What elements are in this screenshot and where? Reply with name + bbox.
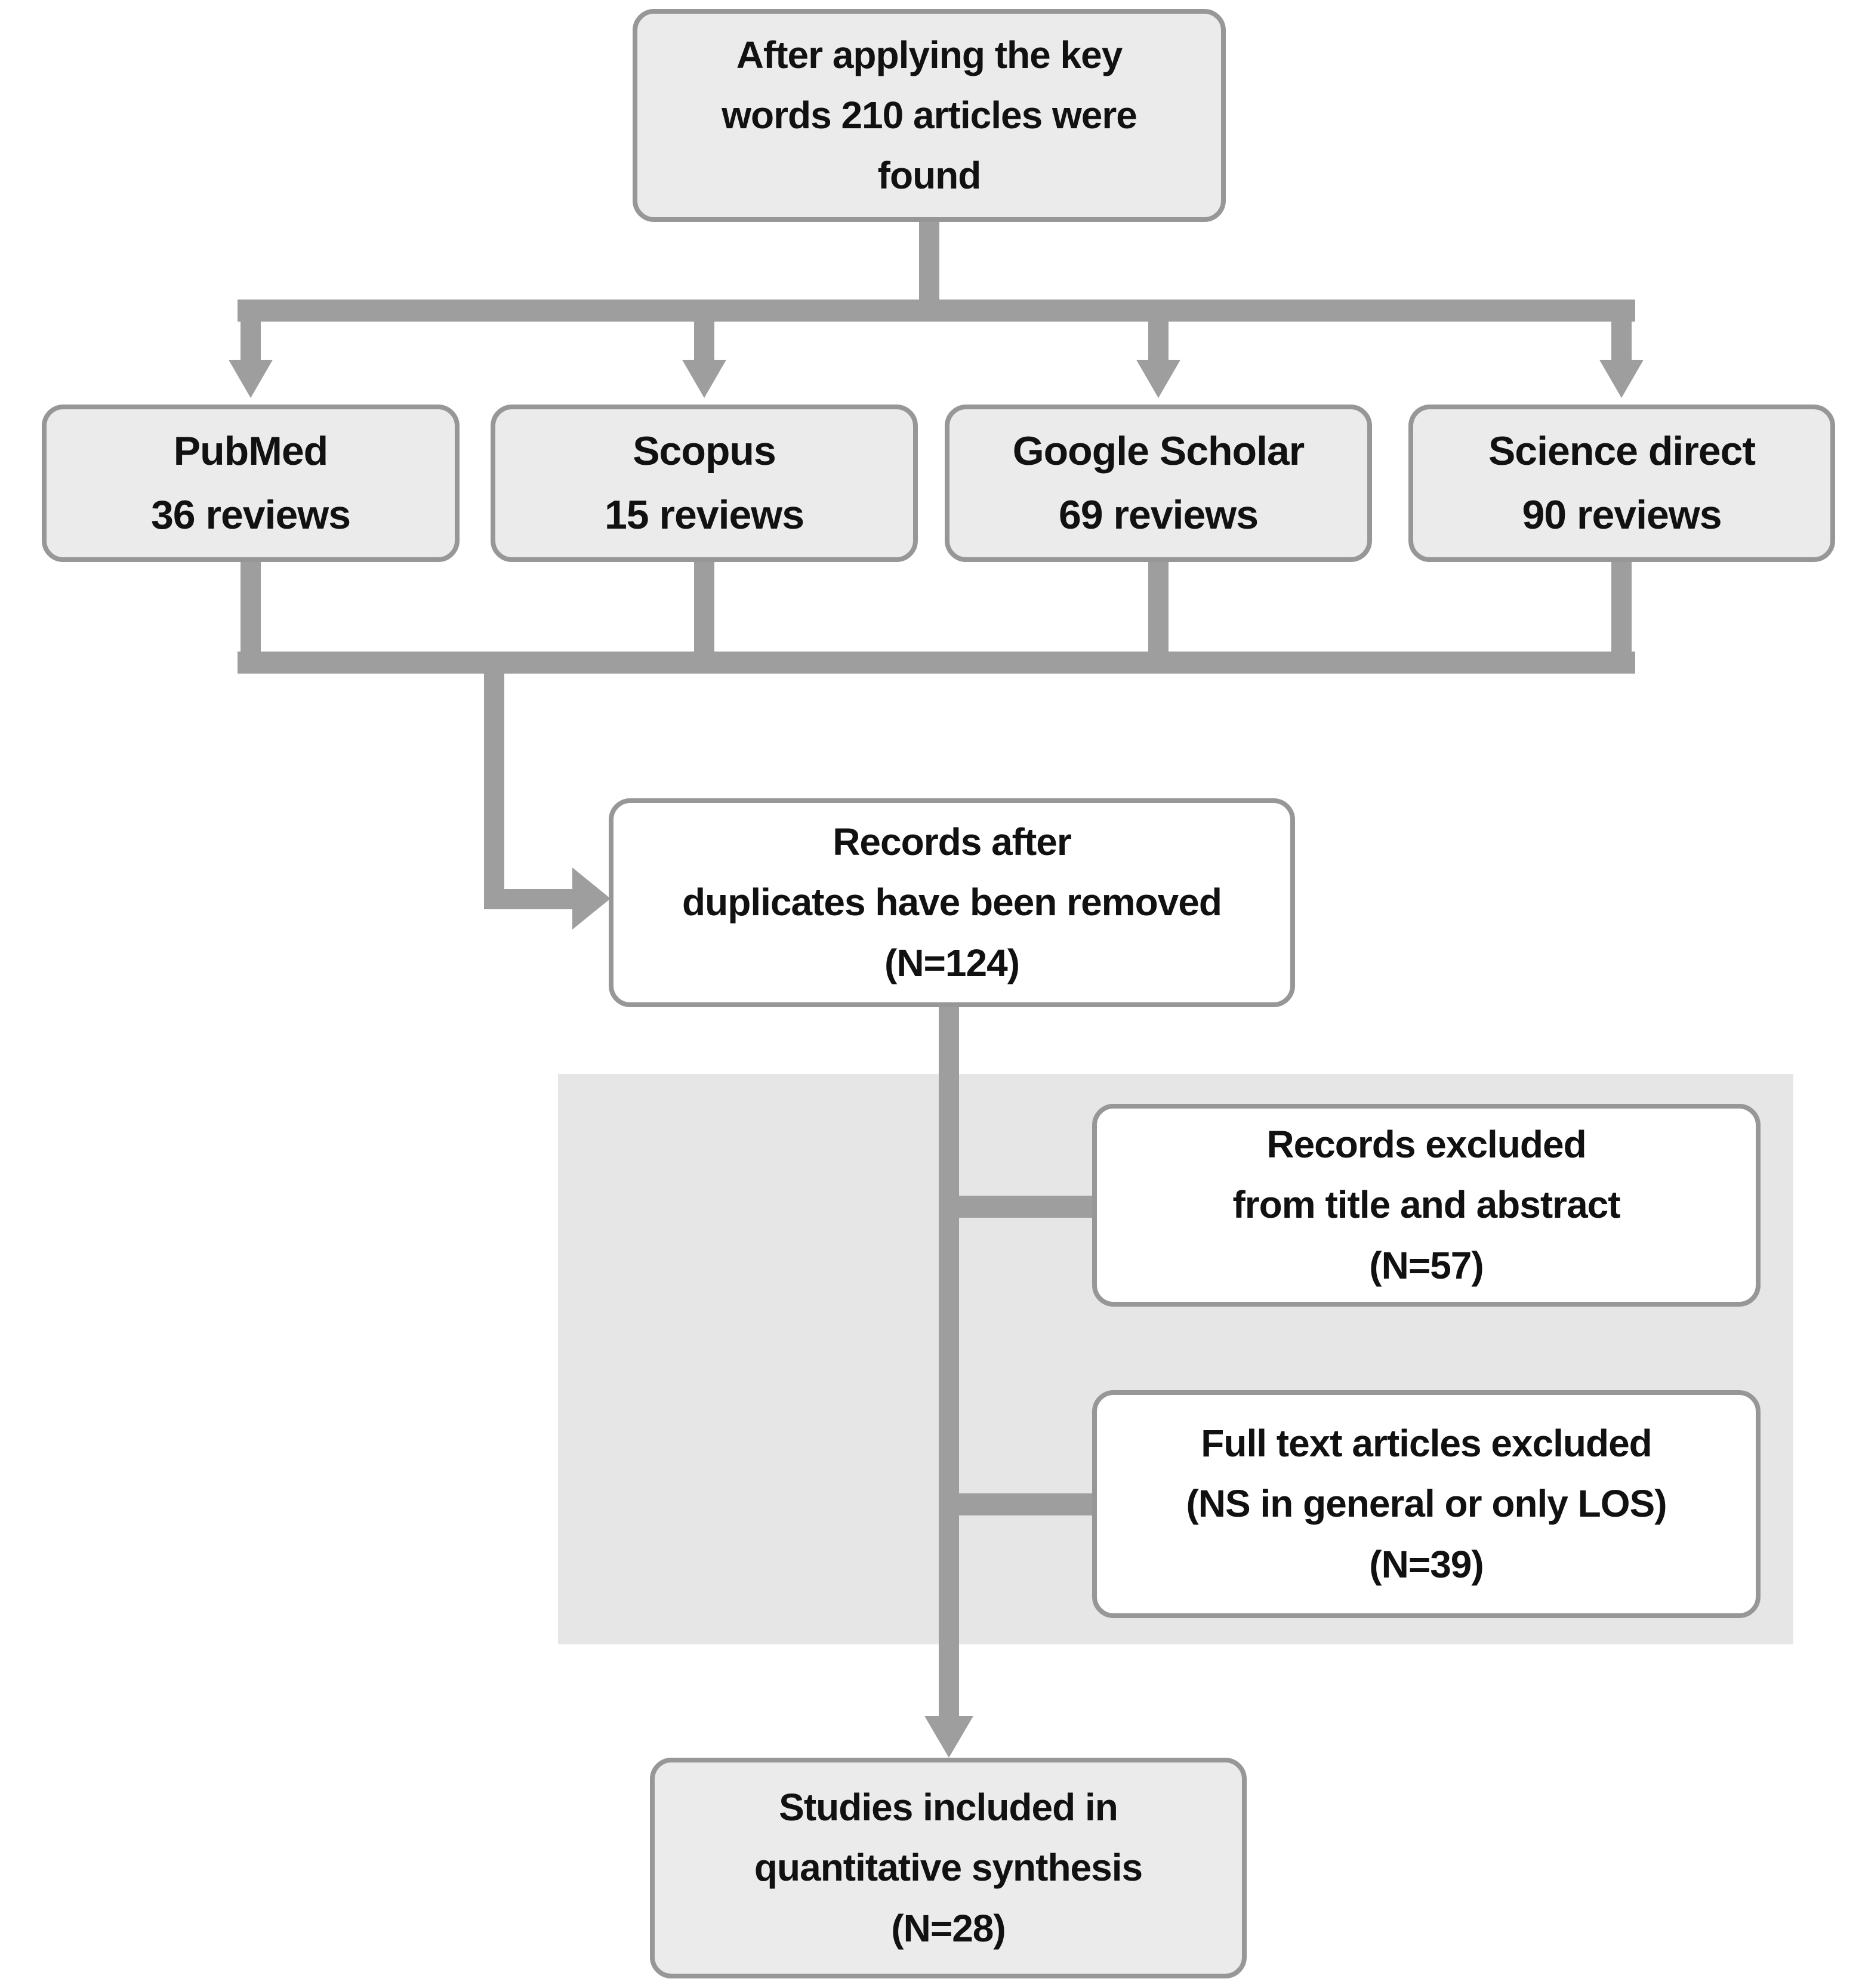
source-name-science-direct: Science direct xyxy=(1488,428,1756,474)
excluded-fulltext-line-3: (N=39) xyxy=(1369,1542,1484,1586)
included-line-2: quantitative synthesis xyxy=(754,1846,1143,1890)
source-name-google-scholar: Google Scholar xyxy=(1012,428,1305,474)
included-box: Studies included in quantitative synthes… xyxy=(650,1758,1247,1978)
arrowhead-pubmed xyxy=(229,360,273,398)
source-count-science-direct: 90 reviews xyxy=(1522,492,1722,538)
dedup-line-3: (N=124) xyxy=(884,941,1020,984)
source-box-pubmed: PubMed 36 reviews xyxy=(42,405,460,562)
source-count-google-scholar: 69 reviews xyxy=(1058,492,1259,538)
excluded-title-line-2: from title and abstract xyxy=(1232,1183,1620,1227)
excluded-fulltext-line-1: Full text articles excluded xyxy=(1201,1422,1652,1465)
arrow-line-science-direct xyxy=(1611,320,1632,361)
source-count-scopus: 15 reviews xyxy=(604,492,804,538)
excluded-fulltext-line-2: (NS in general or only LOS) xyxy=(1186,1482,1667,1526)
included-line-1: Studies included in xyxy=(779,1786,1118,1829)
source-box-scopus: Scopus 15 reviews xyxy=(491,405,918,562)
connector-main-stem xyxy=(939,1005,959,1717)
dedup-line-1: Records after xyxy=(833,820,1072,864)
source-box-science-direct: Science direct 90 reviews xyxy=(1408,405,1835,562)
connector-merge-science-direct xyxy=(1611,561,1632,653)
dedup-box: Records after duplicates have been remov… xyxy=(609,798,1295,1007)
arrow-line-google-scholar xyxy=(1148,320,1169,361)
top-box-line-1: After applying the key xyxy=(736,33,1123,76)
connector-stub-excluded-title xyxy=(949,1196,1092,1218)
excluded-fulltext-box: Full text articles excluded (NS in gener… xyxy=(1092,1390,1761,1618)
connector-stub-excluded-fulltext xyxy=(949,1493,1092,1515)
connector-dedup-horizontal xyxy=(484,889,572,909)
arrowhead-included xyxy=(924,1716,973,1758)
connector-stem-top xyxy=(919,220,939,301)
arrowhead-science-direct xyxy=(1599,360,1644,398)
source-box-google-scholar: Google Scholar 69 reviews xyxy=(945,405,1372,562)
excluded-title-line-3: (N=57) xyxy=(1369,1243,1484,1287)
arrow-line-pubmed xyxy=(241,320,261,361)
dedup-line-2: duplicates have been removed xyxy=(682,881,1222,924)
connector-merge-pubmed xyxy=(241,561,261,653)
connector-merge-google-scholar xyxy=(1148,561,1169,653)
included-line-3: (N=28) xyxy=(891,1906,1006,1950)
excluded-title-line-1: Records excluded xyxy=(1266,1123,1586,1166)
source-name-pubmed: PubMed xyxy=(173,428,328,474)
source-count-pubmed: 36 reviews xyxy=(150,492,351,538)
connector-merge-scopus xyxy=(694,561,714,653)
top-box-line-2: words 210 articles were xyxy=(722,93,1137,137)
top-box: After applying the key words 210 article… xyxy=(633,9,1226,222)
arrowhead-dedup xyxy=(572,868,611,930)
source-name-scopus: Scopus xyxy=(633,428,776,474)
connector-bar-top xyxy=(238,300,1635,322)
arrowhead-scopus xyxy=(682,360,726,398)
arrowhead-google-scholar xyxy=(1136,360,1180,398)
connector-bar-merge xyxy=(238,652,1635,674)
arrow-line-scopus xyxy=(694,320,714,361)
connector-dedup-vertical xyxy=(484,672,504,909)
top-box-line-3: found xyxy=(877,154,982,197)
excluded-title-abstract-box: Records excluded from title and abstract… xyxy=(1092,1104,1761,1307)
